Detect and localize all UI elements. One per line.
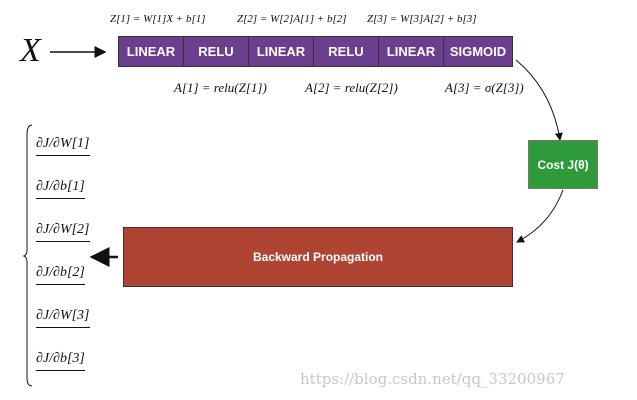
block-sigmoid: SIGMOID (443, 36, 513, 67)
grad-db2: ∂J/∂b[2] (36, 264, 85, 285)
grad-dW3: ∂J/∂W[3] (36, 307, 90, 328)
input-x: X (20, 32, 41, 69)
backward-label: Backward Propagation (252, 250, 384, 264)
grad-dW2: ∂J/∂W[2] (36, 221, 90, 242)
grad-db1: ∂J/∂b[1] (36, 178, 85, 199)
brace (22, 124, 33, 387)
z-formula-2: Z[2] = W[2]A[1] + b[2] (237, 13, 347, 25)
a-formula-3: A[3] = σ(Z[3]) (445, 80, 524, 95)
a-formula-2: A[2] = relu(Z[2]) (305, 80, 398, 95)
grad-db3: ∂J/∂b[3] (36, 350, 85, 371)
grad-dW1: ∂J/∂W[1] (36, 135, 90, 156)
a-formula-1: A[1] = relu(Z[1]) (174, 80, 267, 95)
cost-label: Cost J(θ) (537, 157, 589, 172)
block-relu-2: RELU (313, 36, 379, 67)
block-linear-2: LINEAR (248, 36, 314, 67)
block-linear-1: LINEAR (118, 36, 184, 67)
backward-box: Backward Propagation (123, 227, 513, 287)
cost-box: Cost J(θ) (528, 140, 598, 189)
z-formula-3: Z[3] = W[3]A[2] + b[3] (367, 13, 477, 25)
watermark: https://blog.csdn.net/qq_33200967 (300, 370, 565, 388)
block-linear-3: LINEAR (378, 36, 444, 67)
to-cost-arrow (515, 59, 563, 141)
to-backward-arrow (516, 189, 564, 243)
z-formula-1: Z[1] = W[1]X + b[1] (110, 13, 206, 25)
block-relu-1: RELU (183, 36, 249, 67)
